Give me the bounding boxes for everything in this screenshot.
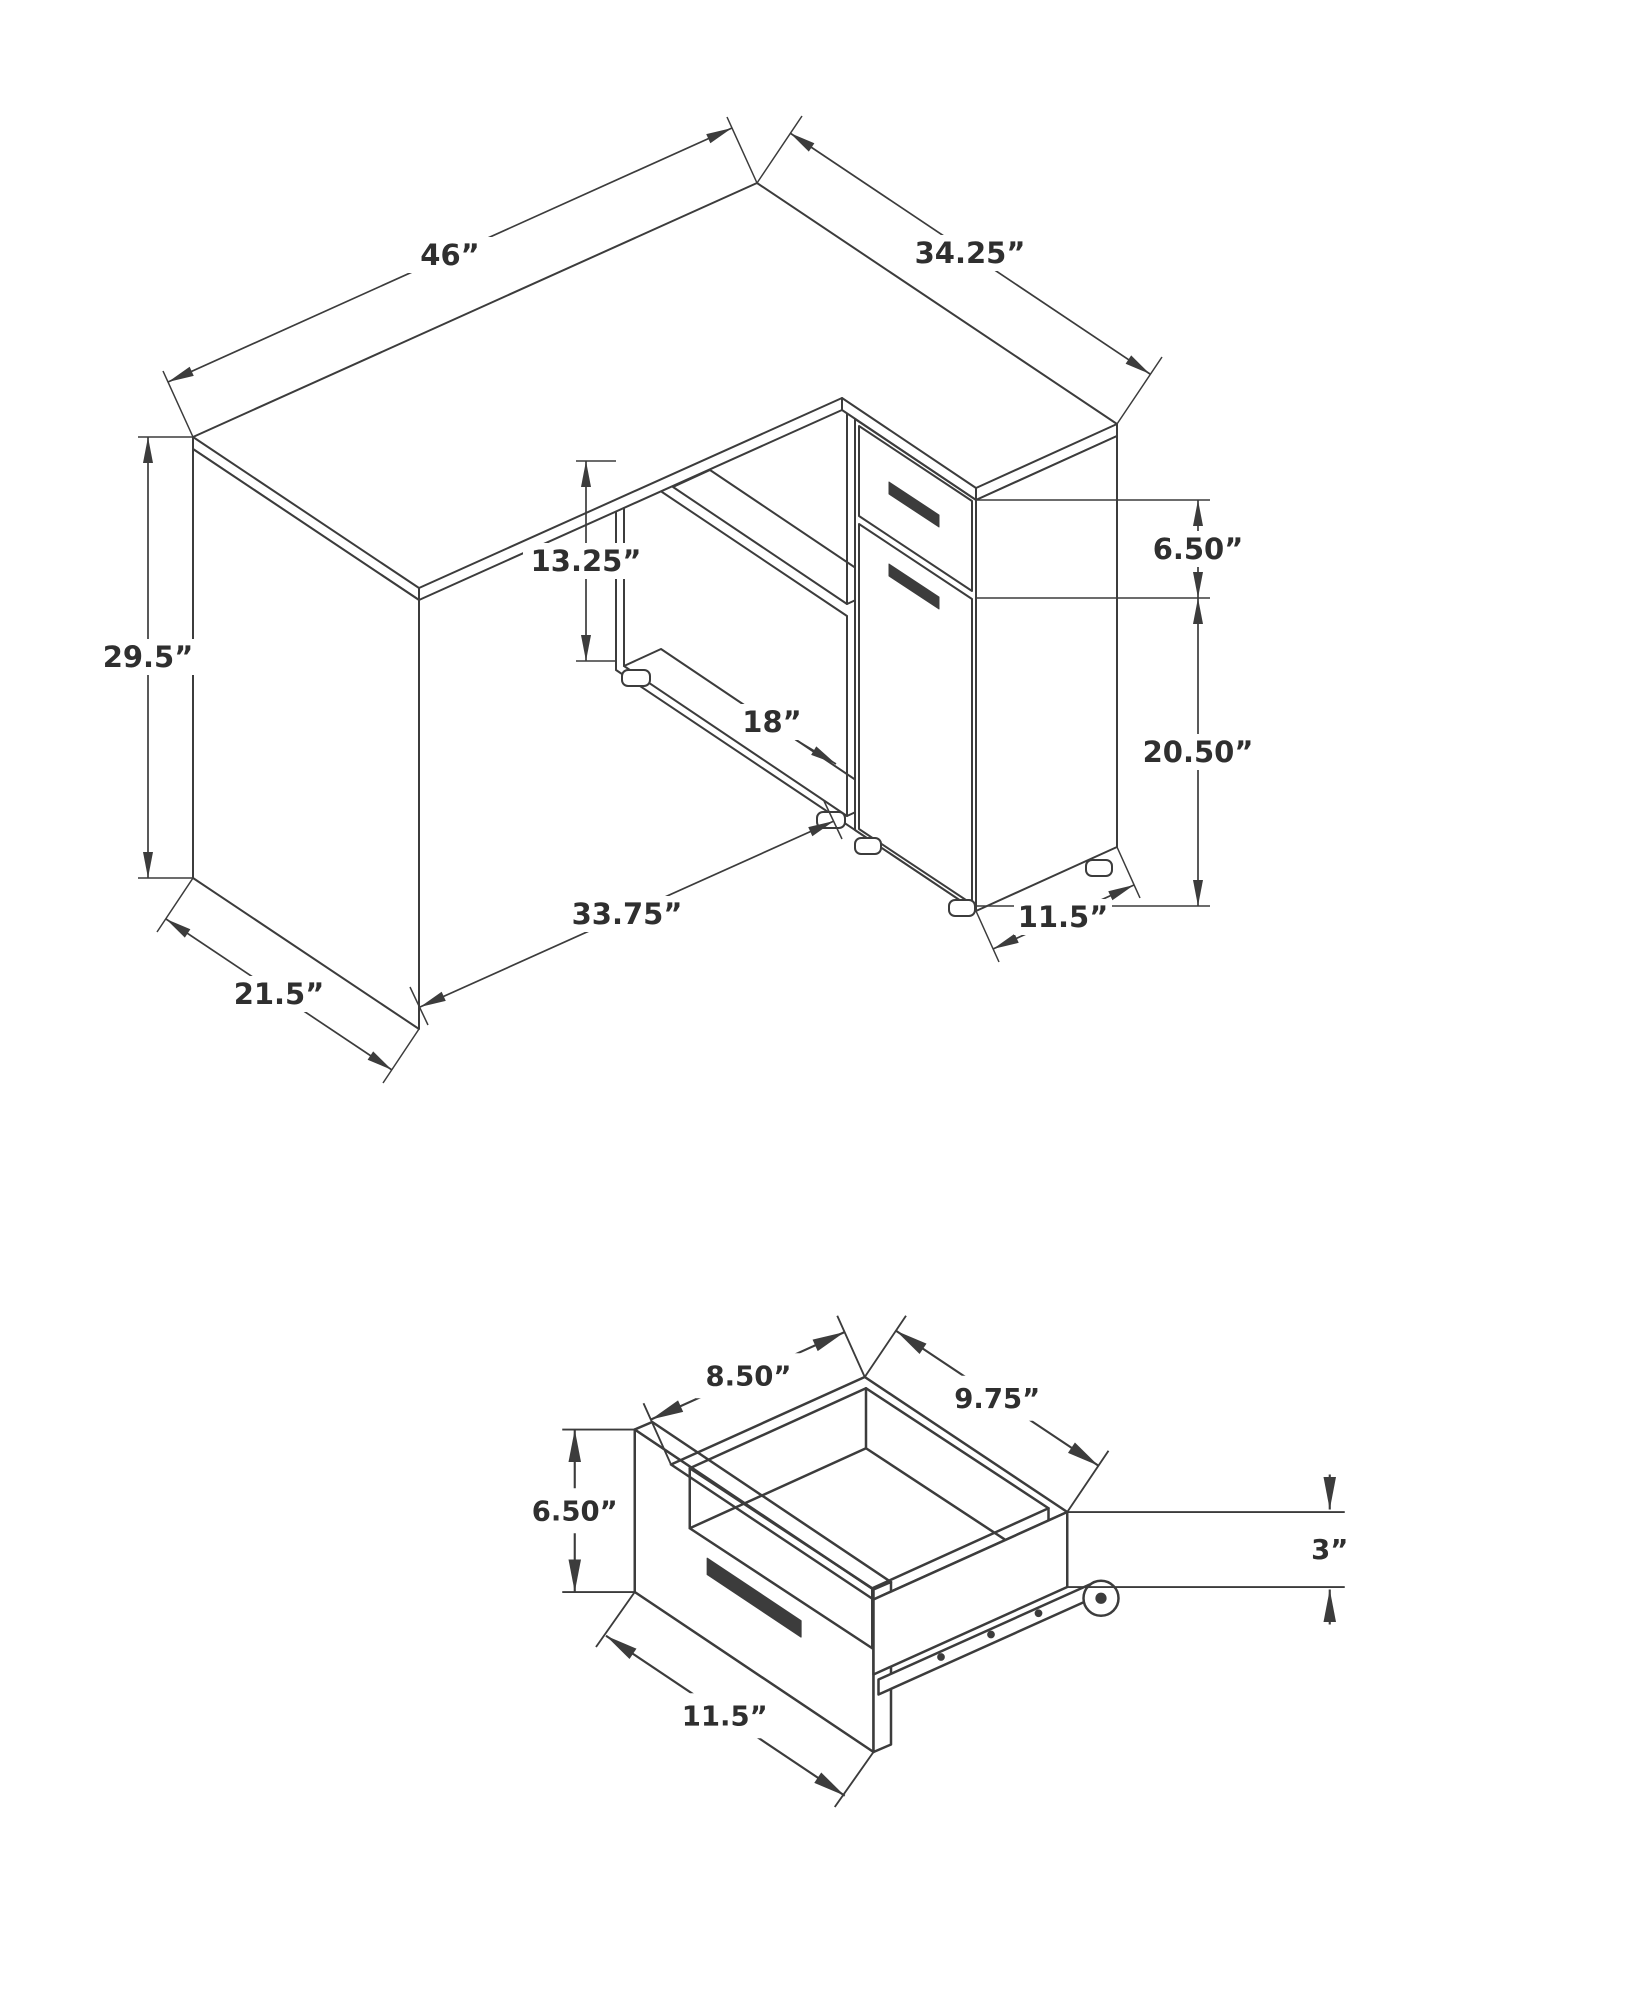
dimension-shelf-width: 18” <box>740 704 837 765</box>
dimension-drawer-inner-depth: 8.50” <box>642 1315 866 1465</box>
middle-shelf-surface <box>672 469 885 605</box>
drawer-wheel-hub <box>1095 1592 1107 1604</box>
drawer-slide-rail <box>877 1579 1120 1696</box>
dim-label-drawer-front-height: 6.50” <box>1153 532 1244 566</box>
dim-label-desk-height: 29.5” <box>103 640 194 674</box>
rail-screw <box>987 1630 995 1639</box>
dim-label-drawer-panel-height: 6.50” <box>532 1495 618 1527</box>
rail-screw <box>1034 1609 1043 1618</box>
dim-label-front-span: 33.75” <box>572 897 683 931</box>
foot <box>948 899 976 917</box>
dim-label-drawer-front-width: 11.5” <box>682 1700 768 1732</box>
dim-label-shelf-width: 18” <box>742 705 801 739</box>
dimension-cabinet-width: 11.5” <box>975 846 1141 963</box>
shelf-unit-edges <box>615 413 977 912</box>
dimension-drawer-side-height: 3” <box>1067 1474 1348 1625</box>
cabinet-right-side-panel <box>975 435 1118 912</box>
dim-label-cabinet-width: 11.5” <box>1018 900 1109 934</box>
storage-cabinet <box>854 418 1118 912</box>
dim-label-drawer-side-height: 3” <box>1311 1534 1348 1566</box>
dim-label-desk-depth: 34.25” <box>915 236 1026 270</box>
dimension-desk-width: 46” <box>162 116 758 438</box>
drawer-detail-view: 8.50” 9.75” 6.50” 3” 11.5” <box>522 1315 1348 1808</box>
foot <box>621 669 651 687</box>
dimension-drawer-panel-height: 6.50” <box>522 1428 635 1593</box>
dimension-drawer-front-height: 6.50” <box>976 499 1247 599</box>
desk-top-edge-thickness <box>192 397 1118 601</box>
dimension-door-height: 20.50” <box>976 598 1261 907</box>
dimension-panel-depth: 21.5” <box>156 877 420 1084</box>
rail-screw <box>937 1653 945 1661</box>
dimension-desk-height: 29.5” <box>99 436 197 879</box>
drawer-handle <box>888 481 940 528</box>
dim-label-shelf-opening-height: 13.25” <box>531 544 642 578</box>
foot <box>854 837 882 855</box>
door-handle <box>888 563 940 610</box>
dimension-shelf-opening-height: 13.25” <box>523 460 649 662</box>
dim-label-drawer-inner-width: 9.75” <box>954 1383 1040 1415</box>
dimension-front-span: 33.75” <box>409 800 843 1026</box>
dimension-desk-depth: 34.25” <box>756 115 1163 425</box>
foot <box>1085 859 1113 877</box>
desk-feet <box>621 669 1113 917</box>
dim-label-panel-depth: 21.5” <box>234 977 325 1011</box>
dimension-drawer-front-width: 11.5” <box>595 1591 875 1808</box>
dim-label-drawer-inner-depth: 8.50” <box>706 1360 792 1392</box>
dim-label-desk-width: 46” <box>420 238 479 272</box>
desk-isometric-view: 46” 34.25” 29.5” 21.5” 33.75” <box>99 115 1261 1084</box>
dimension-drawer-inner-width: 9.75” <box>863 1315 1110 1513</box>
dim-label-door-height: 20.50” <box>1143 735 1254 769</box>
